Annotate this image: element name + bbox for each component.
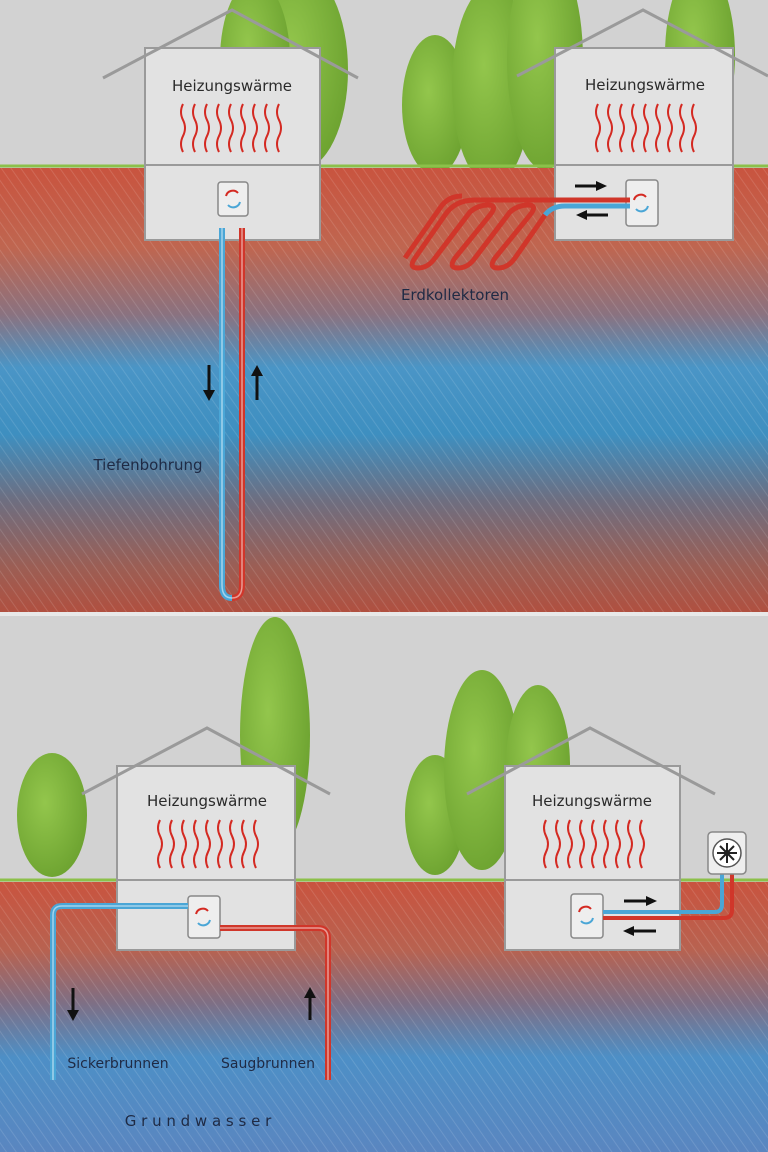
right-arrow-icon bbox=[624, 896, 657, 906]
borehole-pipe bbox=[219, 228, 245, 601]
erdkollektoren-label: Erdkollektoren bbox=[401, 286, 509, 304]
tree-icon bbox=[444, 670, 520, 870]
panel-divider bbox=[0, 612, 768, 616]
well-pipes bbox=[50, 903, 331, 1080]
tiefenbohrung-label: Tiefenbohrung bbox=[92, 456, 202, 474]
heat-arrows-icon bbox=[595, 103, 697, 153]
air-unit-pipes bbox=[603, 872, 734, 920]
house-label: Heizungswärme bbox=[172, 77, 292, 95]
down-arrow-icon bbox=[67, 988, 79, 1021]
up-arrow-icon bbox=[251, 365, 263, 400]
right-arrow-icon bbox=[575, 181, 607, 191]
heat-arrows-icon bbox=[157, 819, 259, 869]
left-arrow-icon bbox=[576, 210, 608, 220]
bottom-panel: Heizungswärme Sicker bbox=[0, 616, 768, 1152]
tree-icon bbox=[402, 35, 468, 175]
left-arrow-icon bbox=[623, 926, 656, 936]
house-top-right: Heizungswärme bbox=[516, 8, 768, 241]
heat-pump-unit-icon bbox=[570, 893, 604, 939]
heat-pump-unit-icon bbox=[217, 181, 249, 217]
house-label: Heizungswärme bbox=[585, 76, 705, 94]
tree-icon bbox=[17, 753, 87, 877]
ground-collector-pipe bbox=[402, 193, 630, 271]
house-label: Heizungswärme bbox=[147, 792, 267, 810]
house-bottom-left: Heizungswärme bbox=[81, 726, 331, 951]
top-panel: Heizungswärme Tiefen bbox=[0, 0, 768, 612]
grundwasser-label: G r u n d w a s s e r bbox=[125, 1112, 272, 1130]
heat-pump-unit-icon bbox=[187, 895, 221, 939]
heat-arrows-icon bbox=[180, 103, 282, 153]
outdoor-fan-unit bbox=[707, 831, 747, 875]
heat-arrows-icon bbox=[543, 819, 645, 869]
saugbrunnen-label: Saugbrunnen bbox=[221, 1056, 315, 1072]
house-label: Heizungswärme bbox=[532, 792, 652, 810]
heat-pump-unit-icon bbox=[625, 179, 659, 227]
house-top-left: Heizungswärme bbox=[102, 8, 359, 241]
sickerbrunnen-label: Sickerbrunnen bbox=[67, 1056, 168, 1072]
down-arrow-icon bbox=[203, 365, 215, 401]
up-arrow-icon bbox=[304, 987, 316, 1020]
